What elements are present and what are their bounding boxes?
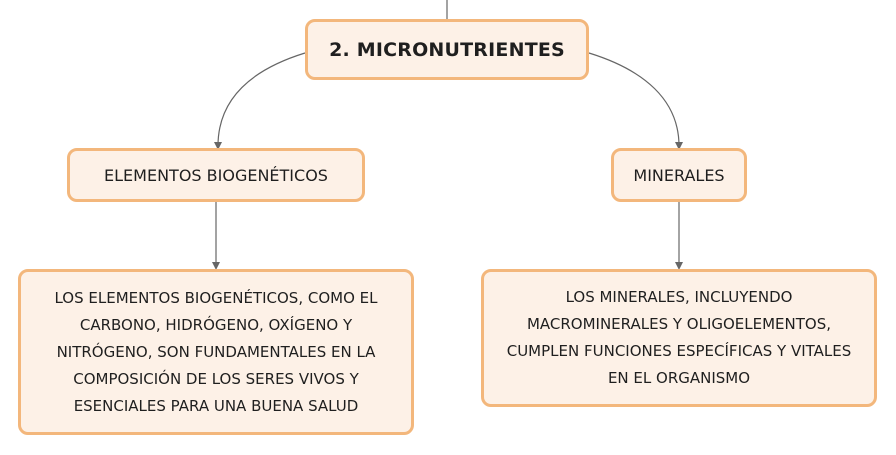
connector-root-to-left: [214, 52, 306, 150]
branch-node-elementos-biogeneticos[interactable]: ELEMENTOS BIOGENÉTICOS: [67, 148, 365, 202]
root-node[interactable]: 2. MICRONUTRIENTES: [305, 19, 589, 80]
branch-node-label: MINERALES: [633, 165, 725, 185]
connector-root-to-right: [588, 52, 683, 150]
branch-node-minerales[interactable]: MINERALES: [611, 148, 747, 202]
description-text: LOS ELEMENTOS BIOGENÉTICOS, COMO EL CARB…: [54, 288, 378, 415]
description-node-minerales[interactable]: LOS MINERALES, INCLUYENDO MACROMINERALES…: [481, 269, 877, 407]
root-node-label: 2. MICRONUTRIENTES: [329, 38, 565, 61]
description-text: LOS MINERALES, INCLUYENDO MACROMINERALES…: [506, 288, 852, 387]
branch-node-label: ELEMENTOS BIOGENÉTICOS: [104, 165, 328, 185]
description-node-elementos-biogeneticos[interactable]: LOS ELEMENTOS BIOGENÉTICOS, COMO EL CARB…: [18, 269, 414, 435]
